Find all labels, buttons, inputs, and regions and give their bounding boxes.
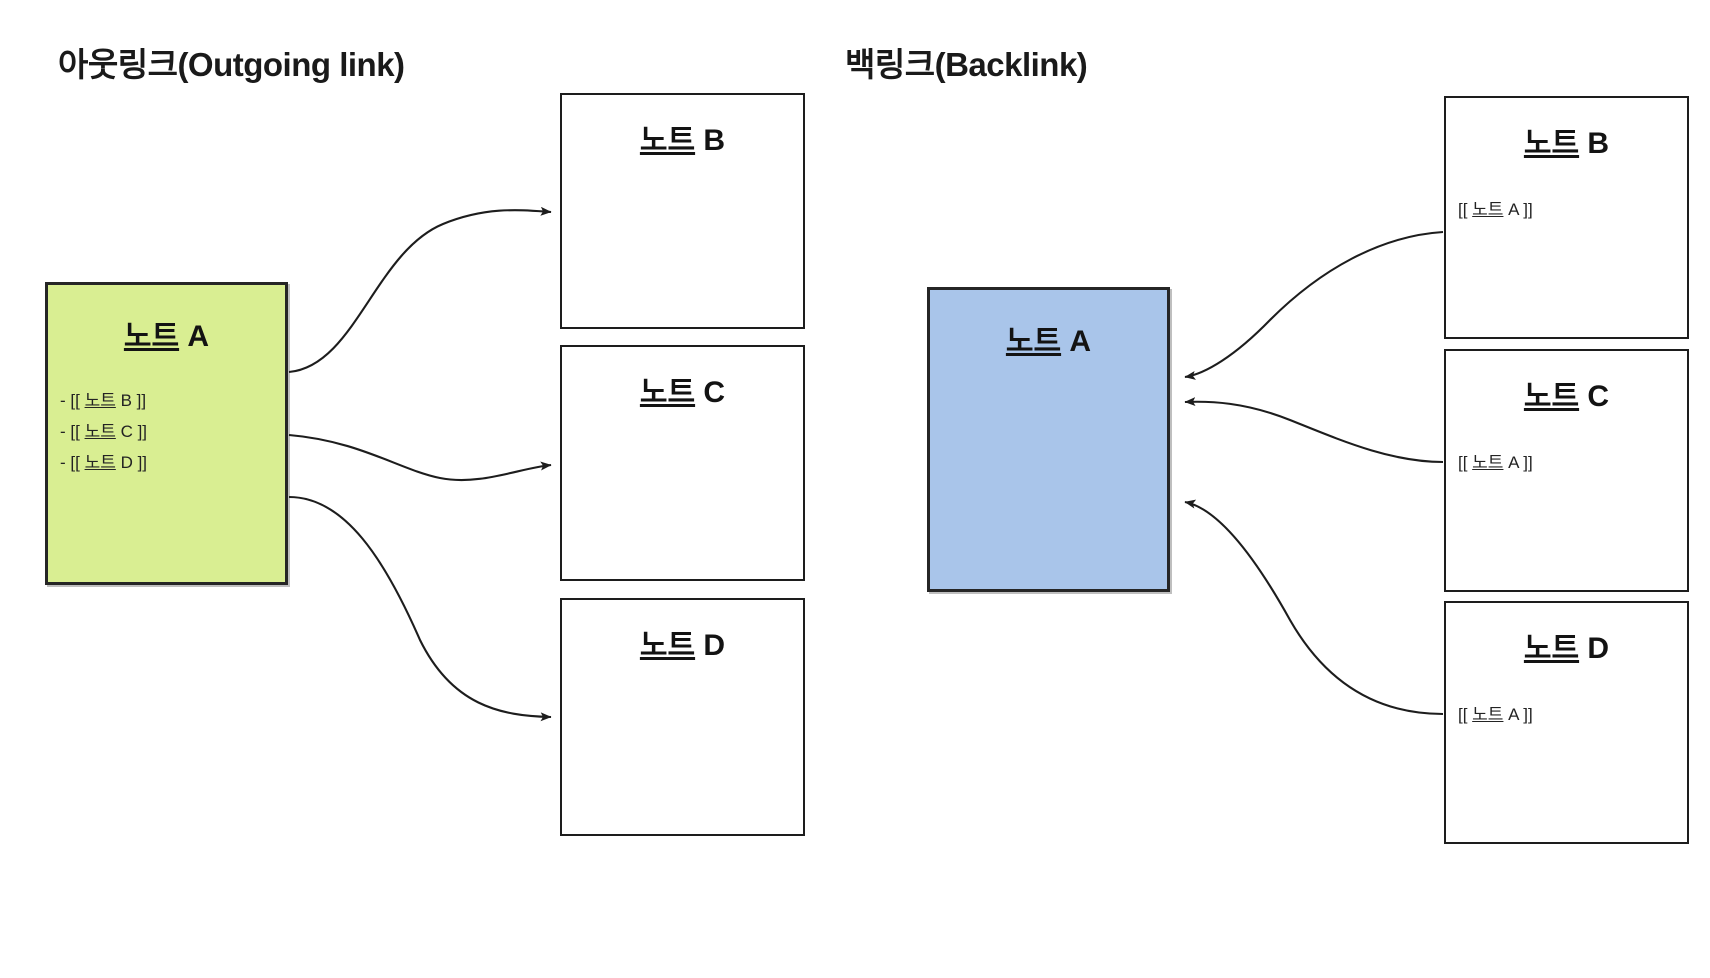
arrow-d-to-a	[1184, 499, 1444, 716]
bullet-rest-b: B ]]	[115, 391, 147, 410]
note-a-backlink-title-underlined: 노트	[1005, 325, 1062, 358]
note-a-title-backlink: 노트 A	[930, 316, 1167, 360]
bullet-dash-d: - [[	[60, 453, 85, 472]
note-c-title-rest: C	[695, 376, 726, 409]
note-b-backlink-title-rest: B	[1579, 127, 1610, 160]
note-d-title-backlink: 노트 D	[1446, 623, 1687, 667]
note-c-backlink-title-underlined: 노트	[1523, 380, 1580, 413]
note-c-source-backlink[interactable]: 노트 C [[ 노트 A ]]	[1444, 349, 1689, 592]
note-d-title-outgoing: 노트 D	[562, 620, 803, 664]
note-a-source-outgoing[interactable]: 노트 A - [[ 노트 B ]] - [[ 노트 C ]] - [[ 노트 D…	[45, 282, 288, 585]
bullet-note-d: 노트	[84, 453, 116, 472]
note-d-body-underlined: 노트	[1472, 705, 1504, 724]
note-d-source-backlink[interactable]: 노트 D [[ 노트 A ]]	[1444, 601, 1689, 844]
note-b-title-outgoing: 노트 B	[562, 115, 803, 159]
note-b-body-post: A ]]	[1503, 200, 1533, 219]
note-a-source-backlink[interactable]: 노트 A	[927, 287, 1170, 592]
bullet-dash-b: - [[	[60, 391, 85, 410]
outgoing-link-line-c[interactable]: - [[ 노트 C ]]	[60, 416, 147, 447]
bullet-dash-c: - [[	[60, 422, 85, 441]
note-d-title-rest: D	[695, 629, 726, 662]
panel-title-outgoing-link: 아웃링크(Outgoing link)	[58, 46, 405, 83]
note-c-body-underlined: 노트	[1472, 453, 1504, 472]
note-c-title-outgoing: 노트 C	[562, 367, 803, 411]
outgoing-link-line-b[interactable]: - [[ 노트 B ]]	[60, 385, 147, 416]
note-b-body-pre: [[	[1458, 200, 1473, 219]
note-a-title-outgoing: 노트 A	[48, 311, 285, 355]
note-c-backlink-body[interactable]: [[ 노트 A ]]	[1458, 447, 1533, 478]
note-d-body-pre: [[	[1458, 705, 1473, 724]
note-d-backlink-title-rest: D	[1579, 632, 1610, 665]
note-b-title-underlined: 노트	[639, 124, 696, 157]
arrow-c-to-a	[1184, 397, 1444, 464]
bullet-note-b: 노트	[84, 391, 116, 410]
note-c-title-backlink: 노트 C	[1446, 371, 1687, 415]
bullet-note-c: 노트	[84, 422, 116, 441]
note-b-body-underlined: 노트	[1472, 200, 1504, 219]
note-c-backlink-title-rest: C	[1579, 380, 1610, 413]
note-d-body-post: A ]]	[1503, 705, 1533, 724]
note-c-body-pre: [[	[1458, 453, 1473, 472]
note-d-backlink-body[interactable]: [[ 노트 A ]]	[1458, 699, 1533, 730]
note-a-body-outgoing: - [[ 노트 B ]] - [[ 노트 C ]] - [[ 노트 D ]]	[60, 385, 147, 478]
note-d-backlink-title-underlined: 노트	[1523, 632, 1580, 665]
note-a-title-rest: A	[179, 320, 210, 353]
note-c-target-outgoing[interactable]: 노트 C	[560, 345, 805, 581]
note-d-title-underlined: 노트	[639, 629, 696, 662]
note-b-backlink-body[interactable]: [[ 노트 A ]]	[1458, 194, 1533, 225]
note-b-target-outgoing[interactable]: 노트 B	[560, 93, 805, 329]
note-b-source-backlink[interactable]: 노트 B [[ 노트 A ]]	[1444, 96, 1689, 339]
note-b-title-backlink: 노트 B	[1446, 118, 1687, 162]
arrow-a-to-d	[288, 495, 552, 722]
arrow-b-to-a	[1184, 230, 1444, 380]
note-d-target-outgoing[interactable]: 노트 D	[560, 598, 805, 836]
panel-title-backlink: 백링크(Backlink)	[845, 46, 1088, 83]
bullet-rest-d: D ]]	[115, 453, 148, 472]
note-c-title-underlined: 노트	[639, 376, 696, 409]
note-a-title-underlined: 노트	[123, 320, 180, 353]
note-a-backlink-title-rest: A	[1061, 325, 1092, 358]
note-c-body-post: A ]]	[1503, 453, 1533, 472]
outgoing-link-line-d[interactable]: - [[ 노트 D ]]	[60, 447, 147, 478]
arrow-a-to-b	[288, 206, 552, 374]
arrow-a-to-c	[288, 433, 552, 482]
note-b-backlink-title-underlined: 노트	[1523, 127, 1580, 160]
bullet-rest-c: C ]]	[115, 422, 148, 441]
note-b-title-rest: B	[695, 124, 726, 157]
